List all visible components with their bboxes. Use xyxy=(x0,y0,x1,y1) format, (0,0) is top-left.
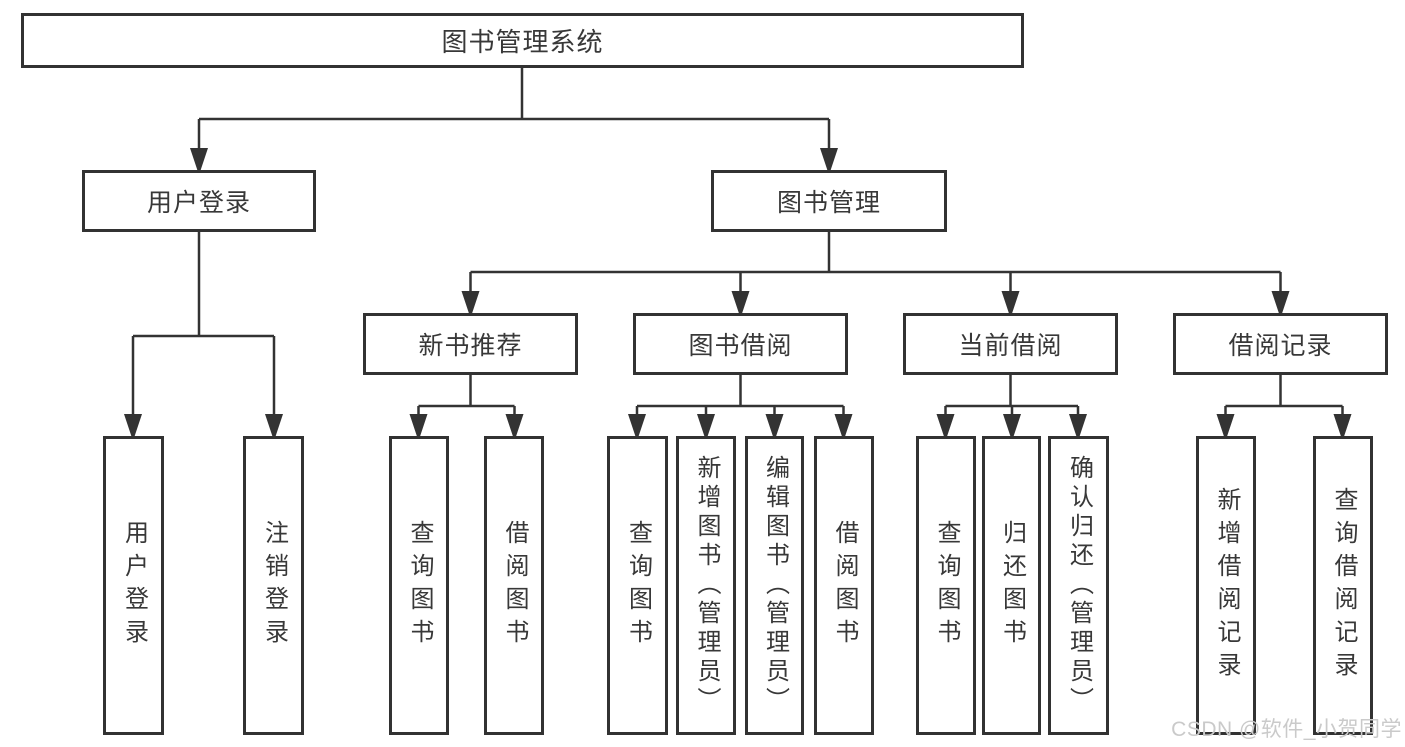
arrowhead-icon xyxy=(190,148,208,175)
arrowhead-icon xyxy=(820,148,838,175)
arrowhead-icon xyxy=(834,414,853,441)
leaf-return-book: 归还图书 xyxy=(982,436,1041,735)
leaf-edit-book-admin: 编辑图书（管理员） xyxy=(745,436,804,735)
arrowhead-icon xyxy=(1216,414,1235,441)
node-new-book-recommend: 新书推荐 xyxy=(363,313,578,375)
leaf-borrow-books-2: 借阅图书 xyxy=(814,436,874,735)
arrowhead-icon xyxy=(936,414,955,441)
arrowhead-icon xyxy=(731,291,750,318)
node-library-management-system: 图书管理系统 xyxy=(21,13,1024,68)
node-borrowing-records: 借阅记录 xyxy=(1173,313,1388,375)
arrowhead-icon xyxy=(1003,414,1021,441)
arrowhead-icon xyxy=(1333,414,1352,441)
watermark: CSDN @软件_小贺同学 xyxy=(1171,718,1402,741)
leaf-borrow-books-1: 借阅图书 xyxy=(484,436,544,735)
arrowhead-icon xyxy=(265,414,283,441)
node-book-management: 图书管理 xyxy=(711,170,947,232)
leaf-user-login: 用户登录 xyxy=(103,436,164,735)
arrowhead-icon xyxy=(1001,291,1020,318)
leaf-query-borrow-record: 查询借阅记录 xyxy=(1313,436,1373,735)
arrowhead-icon xyxy=(505,414,524,441)
arrowhead-icon xyxy=(697,414,715,441)
node-book-borrowing: 图书借阅 xyxy=(633,313,848,375)
arrowhead-icon xyxy=(124,414,142,441)
arrowhead-icon xyxy=(628,414,646,441)
leaf-query-books-1: 查询图书 xyxy=(389,436,449,735)
leaf-add-book-admin: 新增图书（管理员） xyxy=(676,436,736,735)
leaf-query-books-2: 查询图书 xyxy=(607,436,668,735)
arrowhead-icon xyxy=(765,414,784,441)
node-user-login: 用户登录 xyxy=(82,170,316,232)
arrowhead-icon xyxy=(461,291,480,318)
arrowhead-icon xyxy=(1069,414,1087,441)
leaf-confirm-return-admin: 确认归还（管理员） xyxy=(1048,436,1109,735)
arrowheads xyxy=(124,148,1352,441)
arrowhead-icon xyxy=(1271,291,1290,318)
leaf-logout: 注销登录 xyxy=(243,436,304,735)
arrowhead-icon xyxy=(409,414,428,441)
leaf-query-books-3: 查询图书 xyxy=(916,436,976,735)
leaf-add-borrow-record: 新增借阅记录 xyxy=(1196,436,1256,735)
connector-path xyxy=(131,68,1344,436)
node-current-borrowing: 当前借阅 xyxy=(903,313,1118,375)
